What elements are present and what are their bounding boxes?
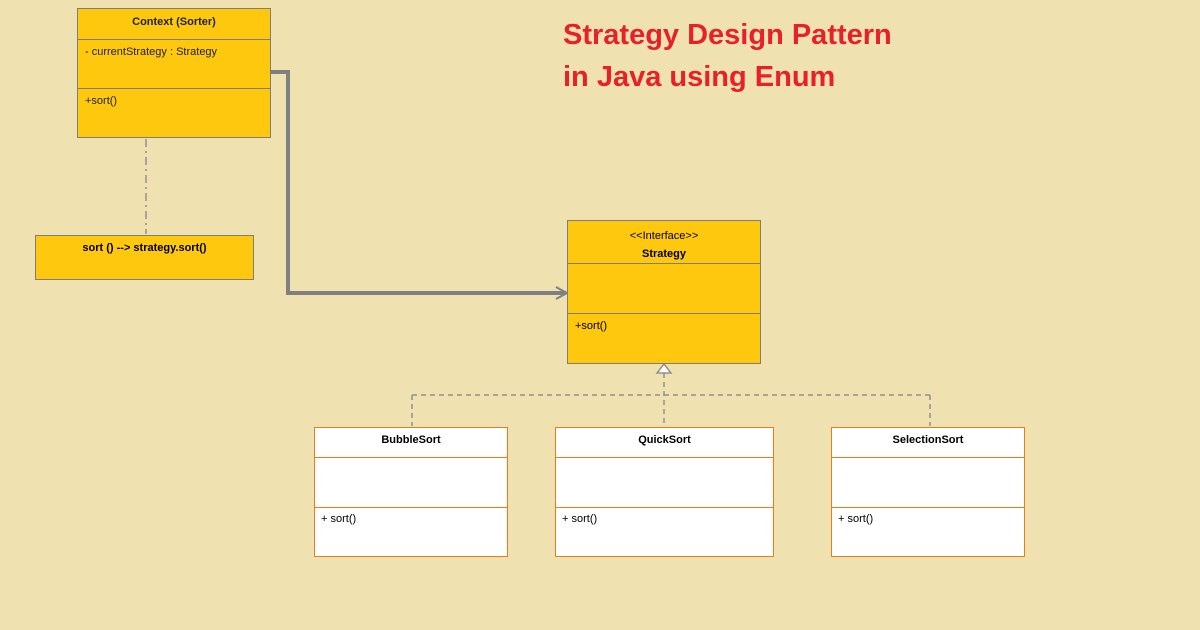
strategy-interface-header: <<Interface>> Strategy — [568, 221, 760, 264]
title-line-2: in Java using Enum — [563, 61, 836, 93]
diagram-title: Strategy Design Pattern in Java using En… — [563, 14, 892, 98]
bubblesort-attributes — [315, 458, 507, 508]
selectionsort-operation: + sort() — [838, 513, 874, 525]
bubblesort-class[interactable]: BubbleSort + sort() — [314, 427, 508, 557]
context-class-attribute: - currentStrategy : Strategy — [78, 40, 270, 89]
interface-name: Strategy — [641, 248, 687, 260]
association-connector — [268, 70, 566, 295]
realization-arrowhead — [655, 362, 673, 374]
realization-connectors — [411, 373, 931, 426]
context-class-name: Context (Sorter) — [78, 9, 270, 40]
title-line-1: Strategy Design Pattern — [563, 19, 892, 51]
bubblesort-operation: + sort() — [321, 513, 357, 525]
interface-stereotype: <<Interface>> — [629, 230, 699, 242]
interface-operation: +sort() — [575, 320, 608, 332]
selectionsort-class[interactable]: SelectionSort + sort() — [831, 427, 1025, 557]
context-class[interactable]: Context (Sorter) - currentStrategy : Str… — [77, 8, 271, 138]
interface-attributes — [568, 264, 760, 314]
context-class-operation: +sort() — [85, 95, 118, 107]
selectionsort-attributes — [832, 458, 1024, 508]
selectionsort-class-name: SelectionSort — [832, 428, 1024, 458]
quicksort-class-name: QuickSort — [556, 428, 773, 458]
quicksort-operation: + sort() — [562, 513, 598, 525]
strategy-interface[interactable]: <<Interface>> Strategy +sort() — [567, 220, 761, 364]
note-box[interactable]: sort () --> strategy.sort() — [35, 235, 254, 280]
quicksort-attributes — [556, 458, 773, 508]
note-text: sort () --> strategy.sort() — [82, 242, 207, 254]
quicksort-class[interactable]: QuickSort + sort() — [555, 427, 774, 557]
bubblesort-class-name: BubbleSort — [315, 428, 507, 458]
